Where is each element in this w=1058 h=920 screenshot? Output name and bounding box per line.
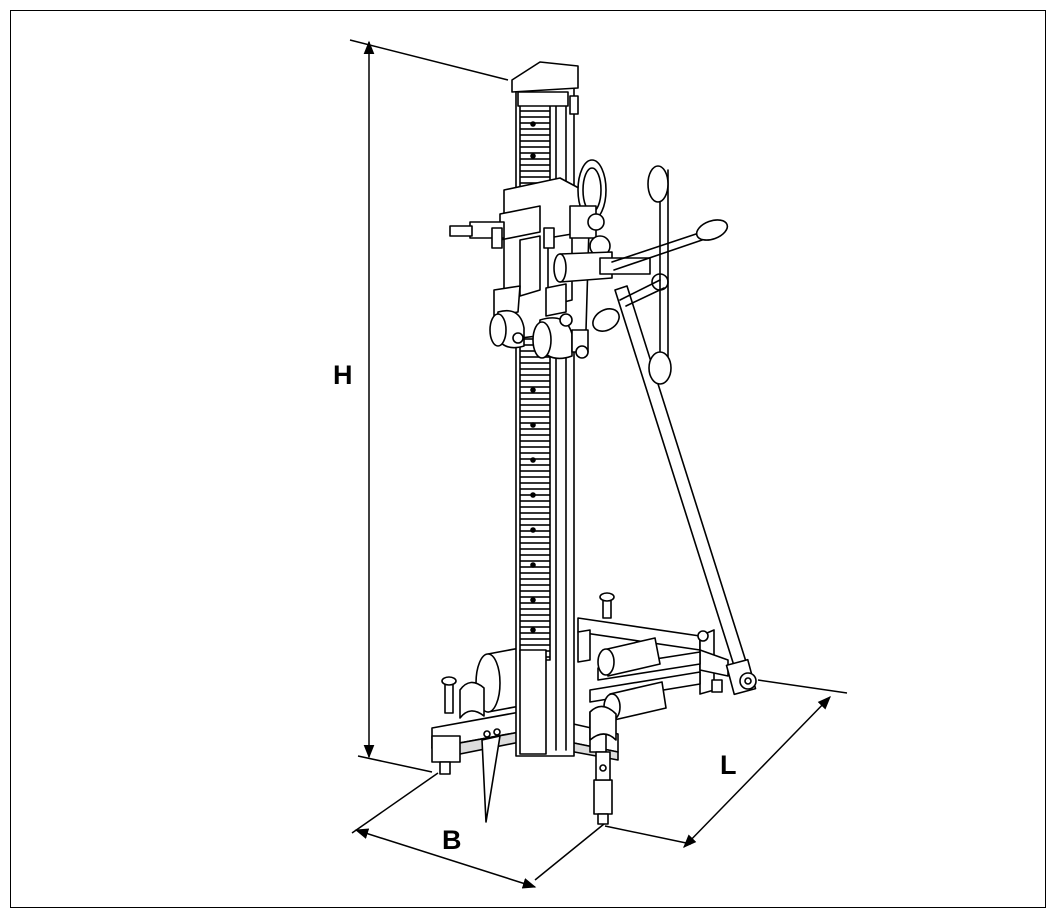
length-label: L [720, 750, 737, 780]
l-extension-front [604, 825, 692, 845]
carriage [449, 159, 729, 385]
width-label: B [442, 825, 462, 855]
drill-stand [431, 61, 757, 825]
height-label: H [333, 360, 353, 390]
h-extension-top [349, 39, 509, 81]
support-strut [614, 285, 757, 696]
dimension-lines [349, 39, 848, 889]
l-extension-back [757, 679, 848, 694]
figure-frame [10, 10, 1046, 908]
l-dimension-line [683, 696, 831, 848]
b-dimension-line [354, 828, 537, 889]
h-extension-bottom [357, 755, 433, 773]
b-extension-right [534, 823, 605, 881]
column [511, 61, 579, 757]
b-extension-left [351, 772, 439, 834]
